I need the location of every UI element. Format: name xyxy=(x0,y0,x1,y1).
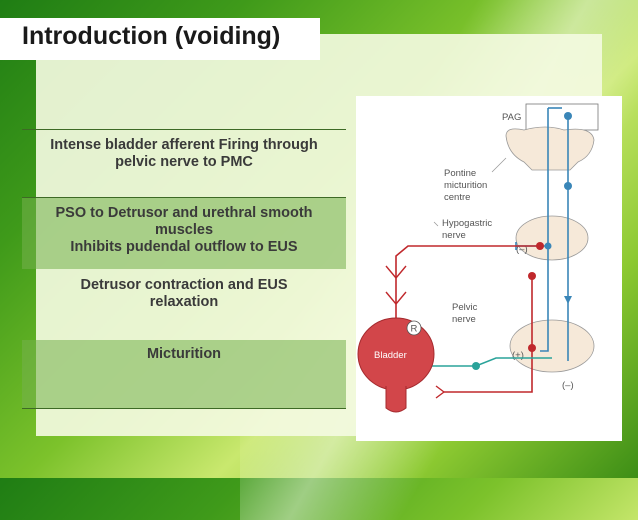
step-text-line: Inhibits pudendal outflow to EUS xyxy=(70,239,298,255)
urethra-shape xyxy=(385,386,407,413)
ganglion-marker xyxy=(385,291,407,306)
step-detrusor-contraction: Detrusor contraction and EUS relaxation xyxy=(22,277,346,311)
sacral-efferent-neuron xyxy=(528,344,536,352)
pmc-pointer-line xyxy=(491,157,507,173)
eus-arrow xyxy=(435,385,445,399)
pontine-section xyxy=(505,126,595,171)
pmc-label: Pontine xyxy=(444,168,476,179)
title-band xyxy=(0,18,320,60)
hypogastric-neuron xyxy=(536,242,544,250)
step-pso-to-detrusor: PSO to Detrusor and urethral smooth musc… xyxy=(22,197,346,269)
step-text-line: Micturition xyxy=(146,346,222,362)
pelvic-label: nerve xyxy=(452,314,476,325)
step-text-line: muscles xyxy=(154,222,214,238)
hypogastric-label: nerve xyxy=(442,230,466,241)
step-text-line: relaxation xyxy=(149,294,219,310)
descending-arrow xyxy=(564,296,572,304)
hypogastric-label: Hypogastric xyxy=(442,218,492,229)
pmc-node xyxy=(564,182,572,190)
afferent-ganglion xyxy=(472,362,480,370)
pmc-label: micturition xyxy=(444,180,487,191)
divider-line xyxy=(22,197,346,198)
receptor-label: R xyxy=(411,324,418,335)
bladder-afferent xyxy=(408,357,552,367)
minus-sign-upper: (–) xyxy=(516,244,528,255)
ganglion-marker xyxy=(385,265,407,280)
slide-title: Introduction (voiding) xyxy=(22,22,281,50)
step-intense-afferent-firing: Intense bladder afferent Firing through … xyxy=(22,137,346,171)
diagram-svg: PAG Pontine micturition centre Hypogastr… xyxy=(357,103,599,413)
step-text-line: pelvic nerve to PMC xyxy=(115,154,253,170)
step-text-line: Intense bladder afferent Firing through xyxy=(50,137,318,153)
micturition-pathway-diagram: PAG Pontine micturition centre Hypogastr… xyxy=(356,96,622,441)
hypogastric-efferent xyxy=(395,245,540,336)
pag-node xyxy=(564,112,572,120)
step-text-line: PSO to Detrusor and urethral smooth xyxy=(55,205,313,221)
step-micturition: Micturition xyxy=(22,340,346,408)
pelvic-label: Pelvic xyxy=(452,302,478,313)
plus-sign: (+) xyxy=(512,350,524,361)
divider-line xyxy=(22,129,346,130)
pelvic-efferent xyxy=(444,276,533,393)
divider-line xyxy=(22,408,346,409)
pmc-label: centre xyxy=(444,192,470,203)
minus-sign-lower: (–) xyxy=(562,380,574,391)
pelvic-preganglionic-neuron xyxy=(528,272,536,280)
thoracolumbar-cord-section xyxy=(515,215,589,261)
pmc-descending-pathway xyxy=(540,108,549,352)
step-text-line: Detrusor contraction and EUS xyxy=(80,277,288,293)
receptor-icon xyxy=(406,320,422,336)
hypogastric-pointer-line xyxy=(433,221,439,227)
bladder-label: Bladder xyxy=(374,350,407,361)
pag-label: PAG xyxy=(502,112,521,123)
sacral-cord-section xyxy=(509,319,595,373)
